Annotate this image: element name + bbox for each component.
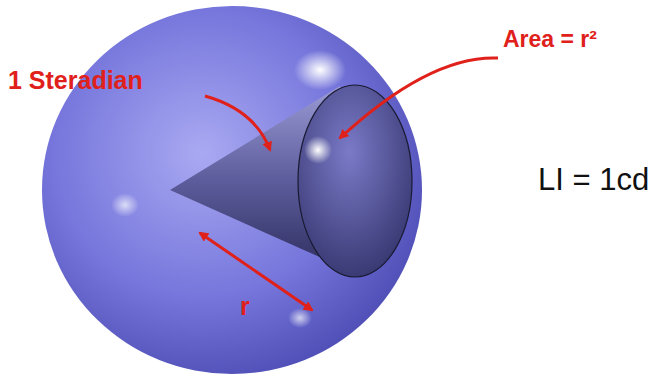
leader-arrow [340, 58, 498, 138]
radius-label: r [240, 292, 250, 321]
leader-arrow [205, 96, 270, 150]
callout-label: Area = r² [503, 26, 597, 53]
radius-arrow [200, 233, 312, 310]
cone-cap [298, 85, 412, 277]
sphere [42, 6, 422, 374]
highlight [294, 50, 346, 90]
intensity-label: LI = 1cd [538, 162, 649, 198]
highlight [288, 308, 312, 328]
callout-label: 1 Steradian [8, 66, 143, 95]
highlight [111, 193, 139, 217]
highlight [304, 136, 332, 164]
